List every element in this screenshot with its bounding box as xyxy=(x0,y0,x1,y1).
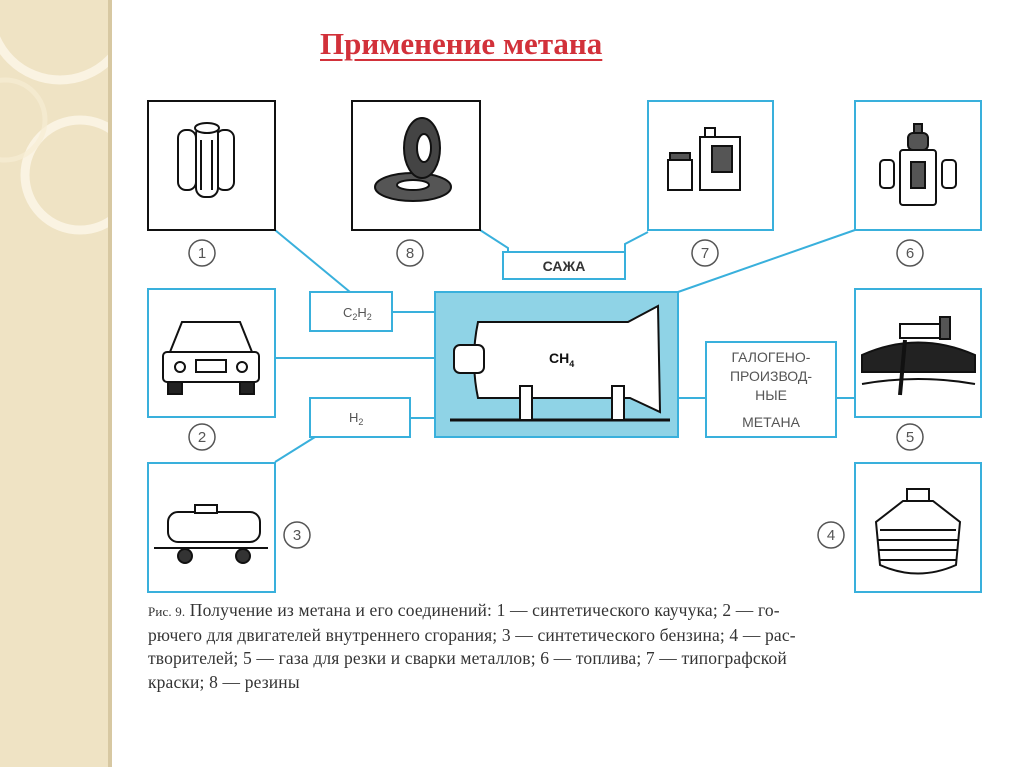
caption-line-3: творителей; 5 — газа для резки и сварки … xyxy=(148,648,787,668)
svg-text:ПРОИЗВОД-: ПРОИЗВОД- xyxy=(730,368,812,384)
welding-torch-icon xyxy=(861,316,976,396)
number-badge-2 xyxy=(188,423,216,451)
rubber-bales-icon xyxy=(177,122,235,198)
halomethanes-label: ГАЛОГЕНО- ПРОИЗВОД- НЫЕ МЕТАНА xyxy=(730,349,812,430)
number-label-2: 2 xyxy=(198,429,206,446)
box-fuel xyxy=(854,100,982,231)
number-badge-8 xyxy=(396,239,424,267)
caption-line-1-text: Получение из метана и его соединений: 1 … xyxy=(189,600,780,620)
number-badge-6 xyxy=(896,239,924,267)
caption-line-2: рючего для двигателей внутреннего сгоран… xyxy=(148,624,796,645)
number-badge-5 xyxy=(896,423,924,451)
number-badge-3 xyxy=(283,521,311,549)
decorative-rings xyxy=(0,36,112,235)
number-badge-1 xyxy=(188,239,216,267)
svg-text:НЫЕ: НЫЕ xyxy=(755,387,787,403)
hydrogen-label-box xyxy=(309,397,411,438)
number-label-8: 8 xyxy=(406,245,414,262)
soot-label-box xyxy=(502,251,626,280)
acetylene-formula: C2H2 xyxy=(343,305,372,322)
number-label-7: 7 xyxy=(701,245,709,262)
hydrogen-formula: H2 xyxy=(349,410,363,427)
number-badge-7 xyxy=(691,239,719,267)
slide-title: Применение метана xyxy=(320,26,603,61)
rail-tank-car-icon xyxy=(154,504,268,564)
methane-formula: CH4 xyxy=(549,350,574,369)
ink-cans-icon xyxy=(667,127,741,191)
soot-label: САЖА xyxy=(543,258,586,274)
gas-cylinders-icon xyxy=(879,123,957,206)
svg-text:ГАЛОГЕНО-: ГАЛОГЕНО- xyxy=(732,349,811,365)
number-label-5: 5 xyxy=(906,429,914,446)
halomethanes-label-box xyxy=(705,341,837,438)
car-icon xyxy=(162,321,260,395)
caption-line-4: краски; 8 — резины xyxy=(148,671,300,692)
methane-tank-icon xyxy=(450,304,670,422)
number-label-6: 6 xyxy=(906,245,914,262)
caption-line-1: Рис. 9. Получение из метана и его соедин… xyxy=(148,599,1008,624)
svg-text:МЕТАНА: МЕТАНА xyxy=(742,414,801,430)
figure-caption: Рис. 9. Получение из метана и его соедин… xyxy=(148,599,1008,694)
solvent-bottle-icon xyxy=(874,488,962,575)
caption-lead: Рис. 9. xyxy=(148,604,186,619)
number-badge-4 xyxy=(817,521,845,549)
number-label-3: 3 xyxy=(293,527,301,544)
number-label-1: 1 xyxy=(198,245,206,262)
connector-lines xyxy=(274,229,856,463)
acetylene-label-box xyxy=(309,291,393,332)
tires-icon xyxy=(374,117,452,202)
number-label-4: 4 xyxy=(827,527,835,544)
decorative-sidebar xyxy=(0,0,112,767)
